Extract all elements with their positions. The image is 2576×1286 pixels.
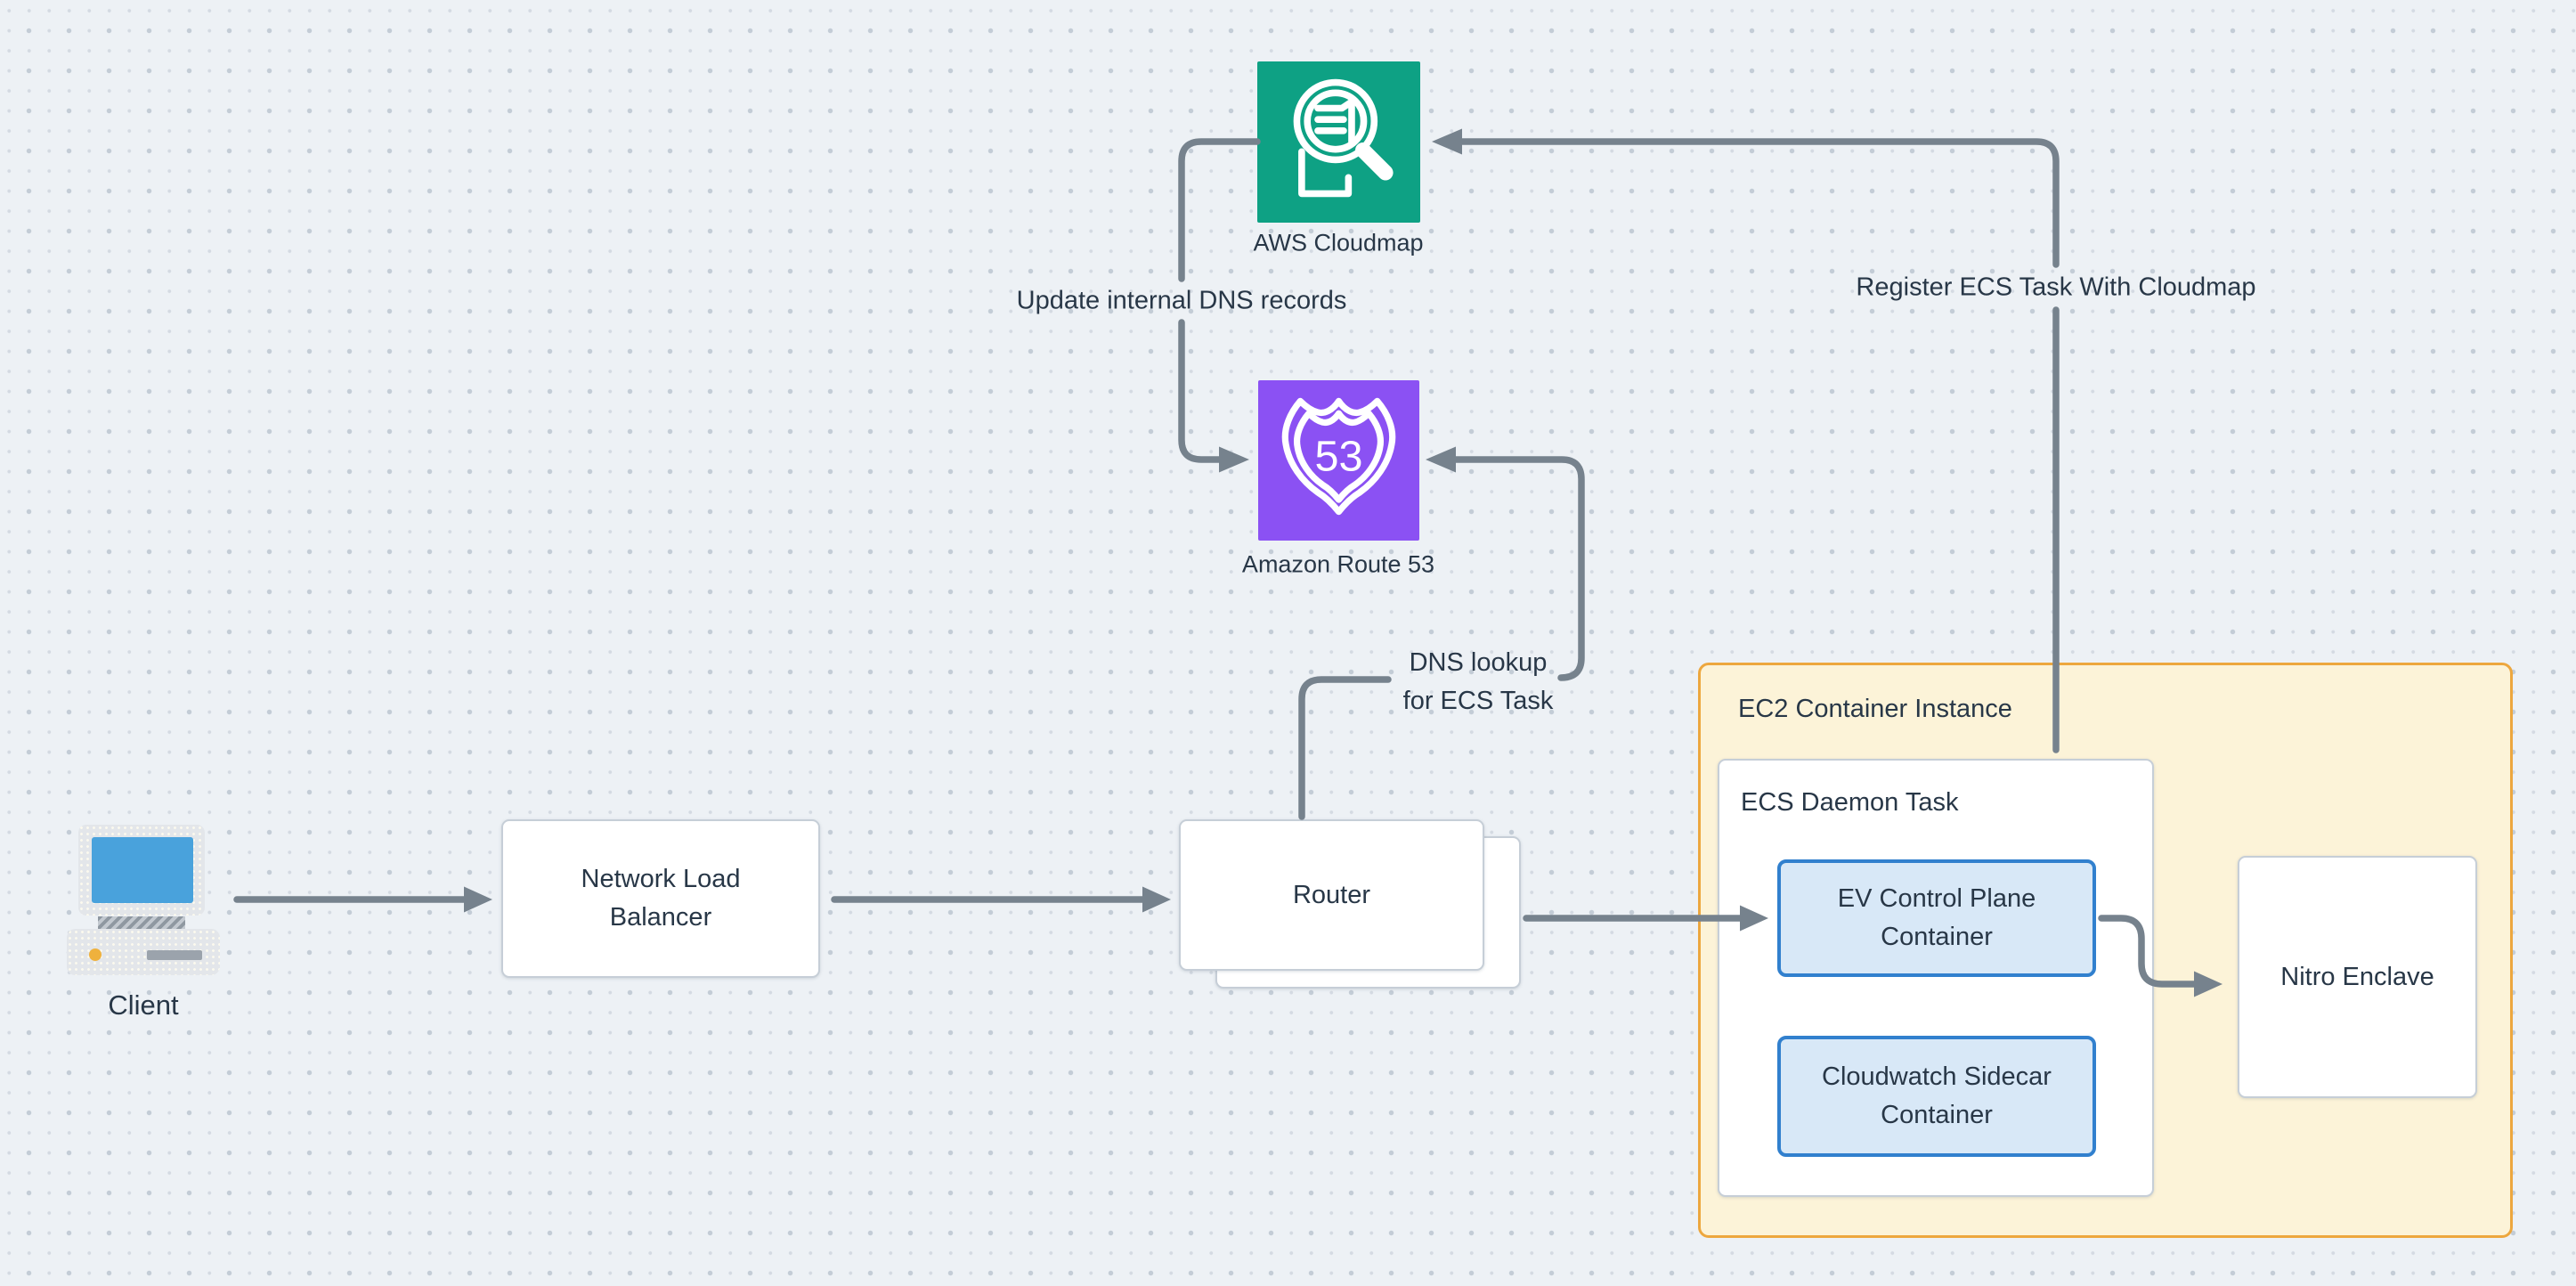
ev-control-plane-container-label: EV Control Plane Container [1837, 884, 2036, 951]
client-label: Client [108, 989, 179, 1021]
edge-label-dns-lookup: DNS lookup for ECS Task [1403, 644, 1554, 720]
arrowhead-nlb-to-router [1142, 886, 1171, 913]
client-disk-slot [147, 950, 202, 960]
arrowhead-client-to-nlb [464, 886, 492, 913]
network-load-balancer-label: Network Load Balancer [581, 865, 741, 932]
cloudwatch-sidecar-container-node[interactable]: Cloudwatch Sidecar Container [1777, 1036, 2096, 1157]
arrowhead-register-to-cloudmap [1432, 128, 1462, 155]
client-power-button [89, 948, 102, 961]
ec2-group-title: EC2 Container Instance [1738, 695, 2012, 723]
route53-shield-icon: 53 [1281, 397, 1396, 516]
client-screen [92, 837, 193, 903]
route53-caption: Amazon Route 53 [1241, 550, 1435, 578]
cloudmap-caption: AWS Cloudmap [1253, 229, 1424, 256]
network-load-balancer-node[interactable]: Network Load Balancer [501, 819, 820, 978]
edge-nlb-to-router [831, 886, 1171, 913]
route53-badge-number: 53 [1314, 433, 1362, 481]
cloudwatch-sidecar-container-label: Cloudwatch Sidecar Container [1822, 1062, 2052, 1129]
ecs-group-title: ECS Daemon Task [1741, 788, 1959, 817]
nitro-enclave-label: Nitro Enclave [2280, 962, 2434, 991]
arrowhead-dnslookup-to-route53 [1426, 446, 1456, 473]
edge-label-update-dns: Update internal DNS records [1016, 286, 1347, 315]
edge-label-dns-lookup-line2: for ECS Task [1402, 687, 1554, 715]
client-node[interactable] [67, 823, 220, 976]
edge-client-to-nlb [233, 886, 492, 913]
arrowhead-update-to-route53 [1219, 446, 1249, 473]
ev-control-plane-container-node[interactable]: EV Control Plane Container [1777, 859, 2096, 977]
cloudmap-node[interactable] [1257, 61, 1420, 223]
edge-label-register-ecs-task: Register ECS Task With Cloudmap [1856, 273, 2256, 302]
cloudmap-magnifier-icon [1293, 78, 1394, 198]
router-label: Router [1292, 880, 1371, 909]
client-monitor-stand [98, 916, 185, 929]
edge-label-dns-lookup-line1: DNS lookup [1409, 648, 1548, 677]
nitro-enclave-node[interactable]: Nitro Enclave [2238, 856, 2477, 1098]
route53-node[interactable]: 53 [1258, 380, 1419, 541]
router-node[interactable]: Router [1179, 819, 1484, 971]
